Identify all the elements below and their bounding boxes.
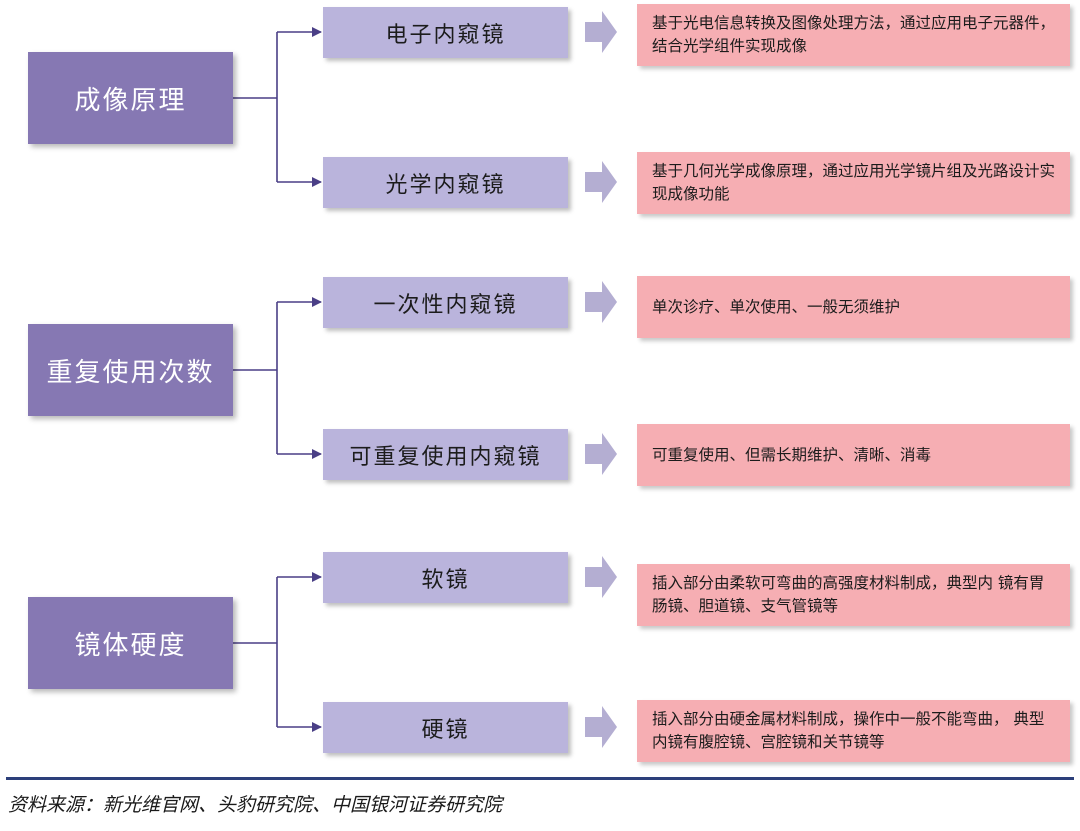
right-arrow-icon (585, 706, 617, 748)
description-box: 单次诊疗、单次使用、一般无须维护 (637, 276, 1070, 338)
sub-box-optical-endoscope: 光学内窥镜 (323, 157, 568, 208)
right-arrow-icon (585, 281, 617, 323)
description-box: 可重复使用、但需长期维护、清晰、消毒 (637, 424, 1070, 486)
sub-box-reusable-endoscope: 可重复使用内窥镜 (323, 429, 568, 480)
description-text: 基于几何光学成像原理，通过应用光学镜片组及光路设计实现成像功能 (652, 162, 1056, 203)
description-box: 插入部分由硬金属材料制成，操作中一般不能弯曲， 典型内镜有腹腔镜、宫腔镜和关节镜… (637, 700, 1070, 762)
sub-box-disposable-endoscope: 一次性内窥镜 (323, 277, 568, 328)
connector-group-2 (233, 297, 322, 459)
sub-box-electronic-endoscope: 电子内窥镜 (323, 7, 568, 58)
description-box: 基于光电信息转换及图像处理方法，通过应用电子元器件，结合光学组件实现成像 (637, 4, 1070, 66)
source-note: 资料来源：新光维官网、头豹研究院、中国银河证券研究院 (8, 794, 503, 816)
right-arrow-icon (585, 161, 617, 203)
category-box-imaging-principle: 成像原理 (28, 52, 233, 144)
description-text: 插入部分由硬金属材料制成，操作中一般不能弯曲， 典型内镜有腹腔镜、宫腔镜和关节镜… (652, 710, 1045, 751)
right-arrow-icon (585, 11, 617, 53)
description-box: 插入部分由柔软可弯曲的高强度材料制成，典型内 镜有胃肠镜、胆道镜、支气管镜等 (637, 564, 1070, 626)
sub-box-rigid-scope: 硬镜 (323, 702, 568, 753)
description-text: 基于光电信息转换及图像处理方法，通过应用电子元器件，结合光学组件实现成像 (652, 14, 1056, 55)
category-box-scope-hardness: 镜体硬度 (28, 597, 233, 689)
connector-group-1 (233, 27, 322, 187)
right-arrow-icon (585, 556, 617, 598)
footer-divider (6, 777, 1074, 780)
sub-box-flexible-scope: 软镜 (323, 552, 568, 603)
description-box: 基于几何光学成像原理，通过应用光学镜片组及光路设计实现成像功能 (637, 152, 1070, 214)
connector-group-3 (233, 572, 322, 732)
description-text: 插入部分由柔软可弯曲的高强度材料制成，典型内 镜有胃肠镜、胆道镜、支气管镜等 (652, 574, 1045, 615)
right-arrow-icon (585, 433, 617, 475)
description-text: 单次诊疗、单次使用、一般无须维护 (652, 297, 901, 316)
description-text: 可重复使用、但需长期维护、清晰、消毒 (652, 445, 932, 464)
category-box-reuse-count: 重复使用次数 (28, 324, 233, 416)
